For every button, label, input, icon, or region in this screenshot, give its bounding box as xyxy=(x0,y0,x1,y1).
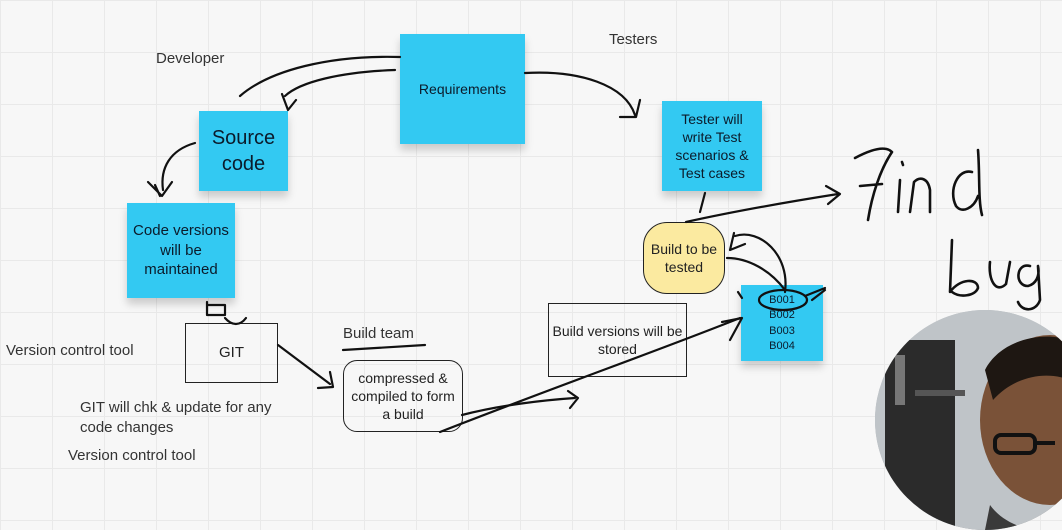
requirements-text: Requirements xyxy=(418,80,507,97)
build-item-4: B004 xyxy=(769,340,795,353)
testers-label: Testers xyxy=(609,31,658,48)
source-code-text: Source code xyxy=(211,127,276,175)
arrow-tester-to-find xyxy=(698,191,707,214)
code-versions-note[interactable]: Code versions will be maintained xyxy=(127,203,235,298)
webcam-overlay xyxy=(875,310,1062,530)
git-box[interactable]: GIT xyxy=(185,323,278,383)
git-note-label: GIT will chk & update for any code chang… xyxy=(80,399,272,437)
compressed-text: compressed & compiled to form a build xyxy=(351,369,455,423)
build-item-2: B002 xyxy=(769,309,795,322)
arrow-versions-to-git xyxy=(205,300,227,317)
build-versions-text: Build versions will be stored xyxy=(552,322,683,357)
build-item-1: B001 xyxy=(769,294,795,306)
tester-write-note[interactable]: Tester will write Test scenarios & Test … xyxy=(662,101,762,191)
arrow-req-to-source xyxy=(238,55,402,98)
build-to-test-box[interactable]: Build to be tested xyxy=(643,222,725,294)
requirements-note[interactable]: Requirements xyxy=(400,34,525,144)
compressed-box[interactable]: compressed & compiled to form a build xyxy=(343,360,463,432)
git-text: GIT xyxy=(219,344,244,362)
arrow-req-to-tester xyxy=(523,71,637,117)
presenter-image xyxy=(875,310,1062,530)
arrow-builds-to-test xyxy=(733,233,787,294)
build-team-underline xyxy=(341,343,427,352)
build-item-3: B003 xyxy=(769,324,795,337)
handwritten-find xyxy=(853,147,984,222)
version-control-label-1: Version control tool xyxy=(6,342,134,359)
arrow-source-to-versions xyxy=(161,141,197,192)
version-control-label-2: Version control tool xyxy=(68,447,196,464)
developer-label: Developer xyxy=(156,50,225,67)
tester-write-text: Tester will write Test scenarios & Test … xyxy=(675,110,749,182)
arrow-compressed-to-versions xyxy=(460,396,577,417)
arrow-git-to-compressed xyxy=(276,343,332,386)
source-code-note[interactable]: Source code xyxy=(199,111,288,191)
build-team-label: Build team xyxy=(343,325,414,342)
code-versions-text: Code versions will be maintained xyxy=(133,222,229,279)
build-to-test-text: Build to be tested xyxy=(650,240,718,275)
build-versions-box[interactable]: Build versions will be stored xyxy=(548,303,687,377)
build-list-note[interactable]: B001 B002 B003 B004 xyxy=(741,285,823,361)
handwritten-bugs xyxy=(948,238,1042,311)
